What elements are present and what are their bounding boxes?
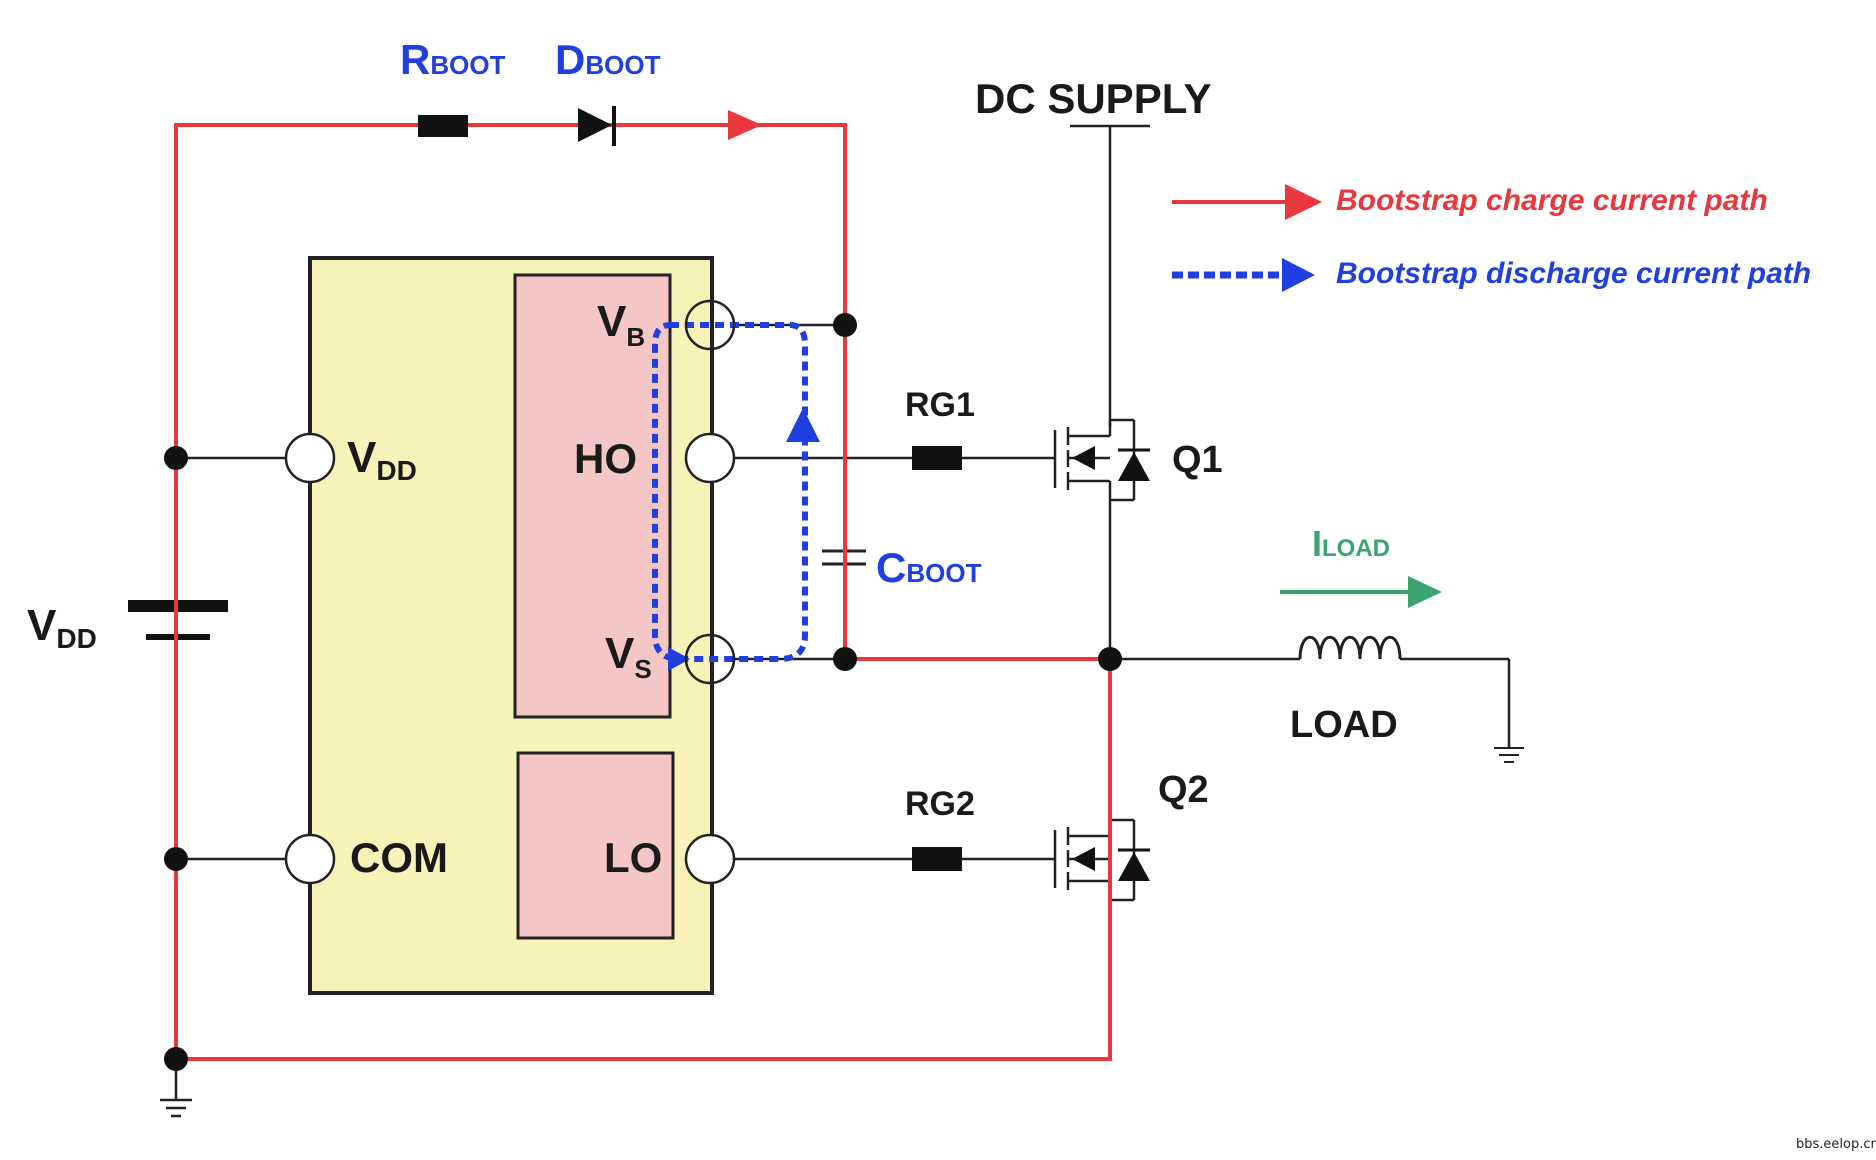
pin-vdd (284, 432, 336, 484)
rboot-label: RBOOT (400, 36, 506, 83)
iload-label: ILOAD (1312, 523, 1390, 564)
ground-icon (160, 1098, 192, 1118)
rg1-resistor (912, 446, 962, 470)
legend: Bootstrap charge current path Bootstrap … (1172, 184, 1811, 292)
q1-body-diode (1118, 452, 1150, 481)
rboot-resistor (418, 115, 468, 137)
rg2-resistor (912, 847, 962, 871)
load-current-arrow (1408, 576, 1442, 608)
rg2-label: RG2 (905, 785, 975, 823)
legend-discharge-label: Bootstrap discharge current path (1336, 257, 1811, 290)
vs-label: VS (605, 629, 652, 684)
low-side-block (516, 751, 675, 940)
watermark: bbs.eelop.cn (1796, 1137, 1876, 1152)
legend-charge-label: Bootstrap charge current path (1336, 184, 1768, 217)
pin-vb (684, 299, 736, 351)
load-ground-icon (1494, 747, 1524, 763)
pin-ho (684, 432, 736, 484)
q2-body-arrow (1072, 847, 1095, 871)
load-label: LOAD (1290, 704, 1398, 746)
ho-label: HO (574, 435, 637, 482)
load-inductor-icon (1298, 636, 1402, 660)
lo-label: LO (604, 834, 662, 881)
q2-body-diode (1118, 852, 1150, 881)
junction-dots (164, 313, 1122, 1071)
charge-path-arrow (728, 110, 762, 140)
dboot-label: DBOOT (555, 36, 661, 83)
high-side-block (513, 273, 672, 719)
q1-body-arrow (1072, 446, 1095, 470)
cboot-label: CBOOT (876, 544, 982, 591)
legend-discharge-arrow (1282, 258, 1315, 292)
pin-com (284, 833, 336, 885)
com-label: COM (350, 834, 448, 881)
dc-supply-label: DC SUPPLY (975, 75, 1212, 122)
vb-label: VB (597, 297, 645, 352)
pin-vs (684, 633, 736, 685)
discharge-path-arrow (786, 408, 820, 442)
pin-lo (684, 833, 736, 885)
discharge-current-path (652, 322, 808, 662)
q1-label: Q1 (1172, 439, 1223, 481)
vdd-pin-label: VDD (347, 433, 417, 486)
rg1-label: RG1 (905, 386, 975, 424)
pin-circles (284, 299, 736, 885)
q2-label: Q2 (1158, 769, 1209, 811)
discharge-path-arrow-start (668, 647, 690, 671)
vdd-source-label: VDD (27, 601, 97, 654)
legend-charge-arrow (1285, 184, 1322, 220)
dboot-diode-icon (578, 108, 612, 142)
